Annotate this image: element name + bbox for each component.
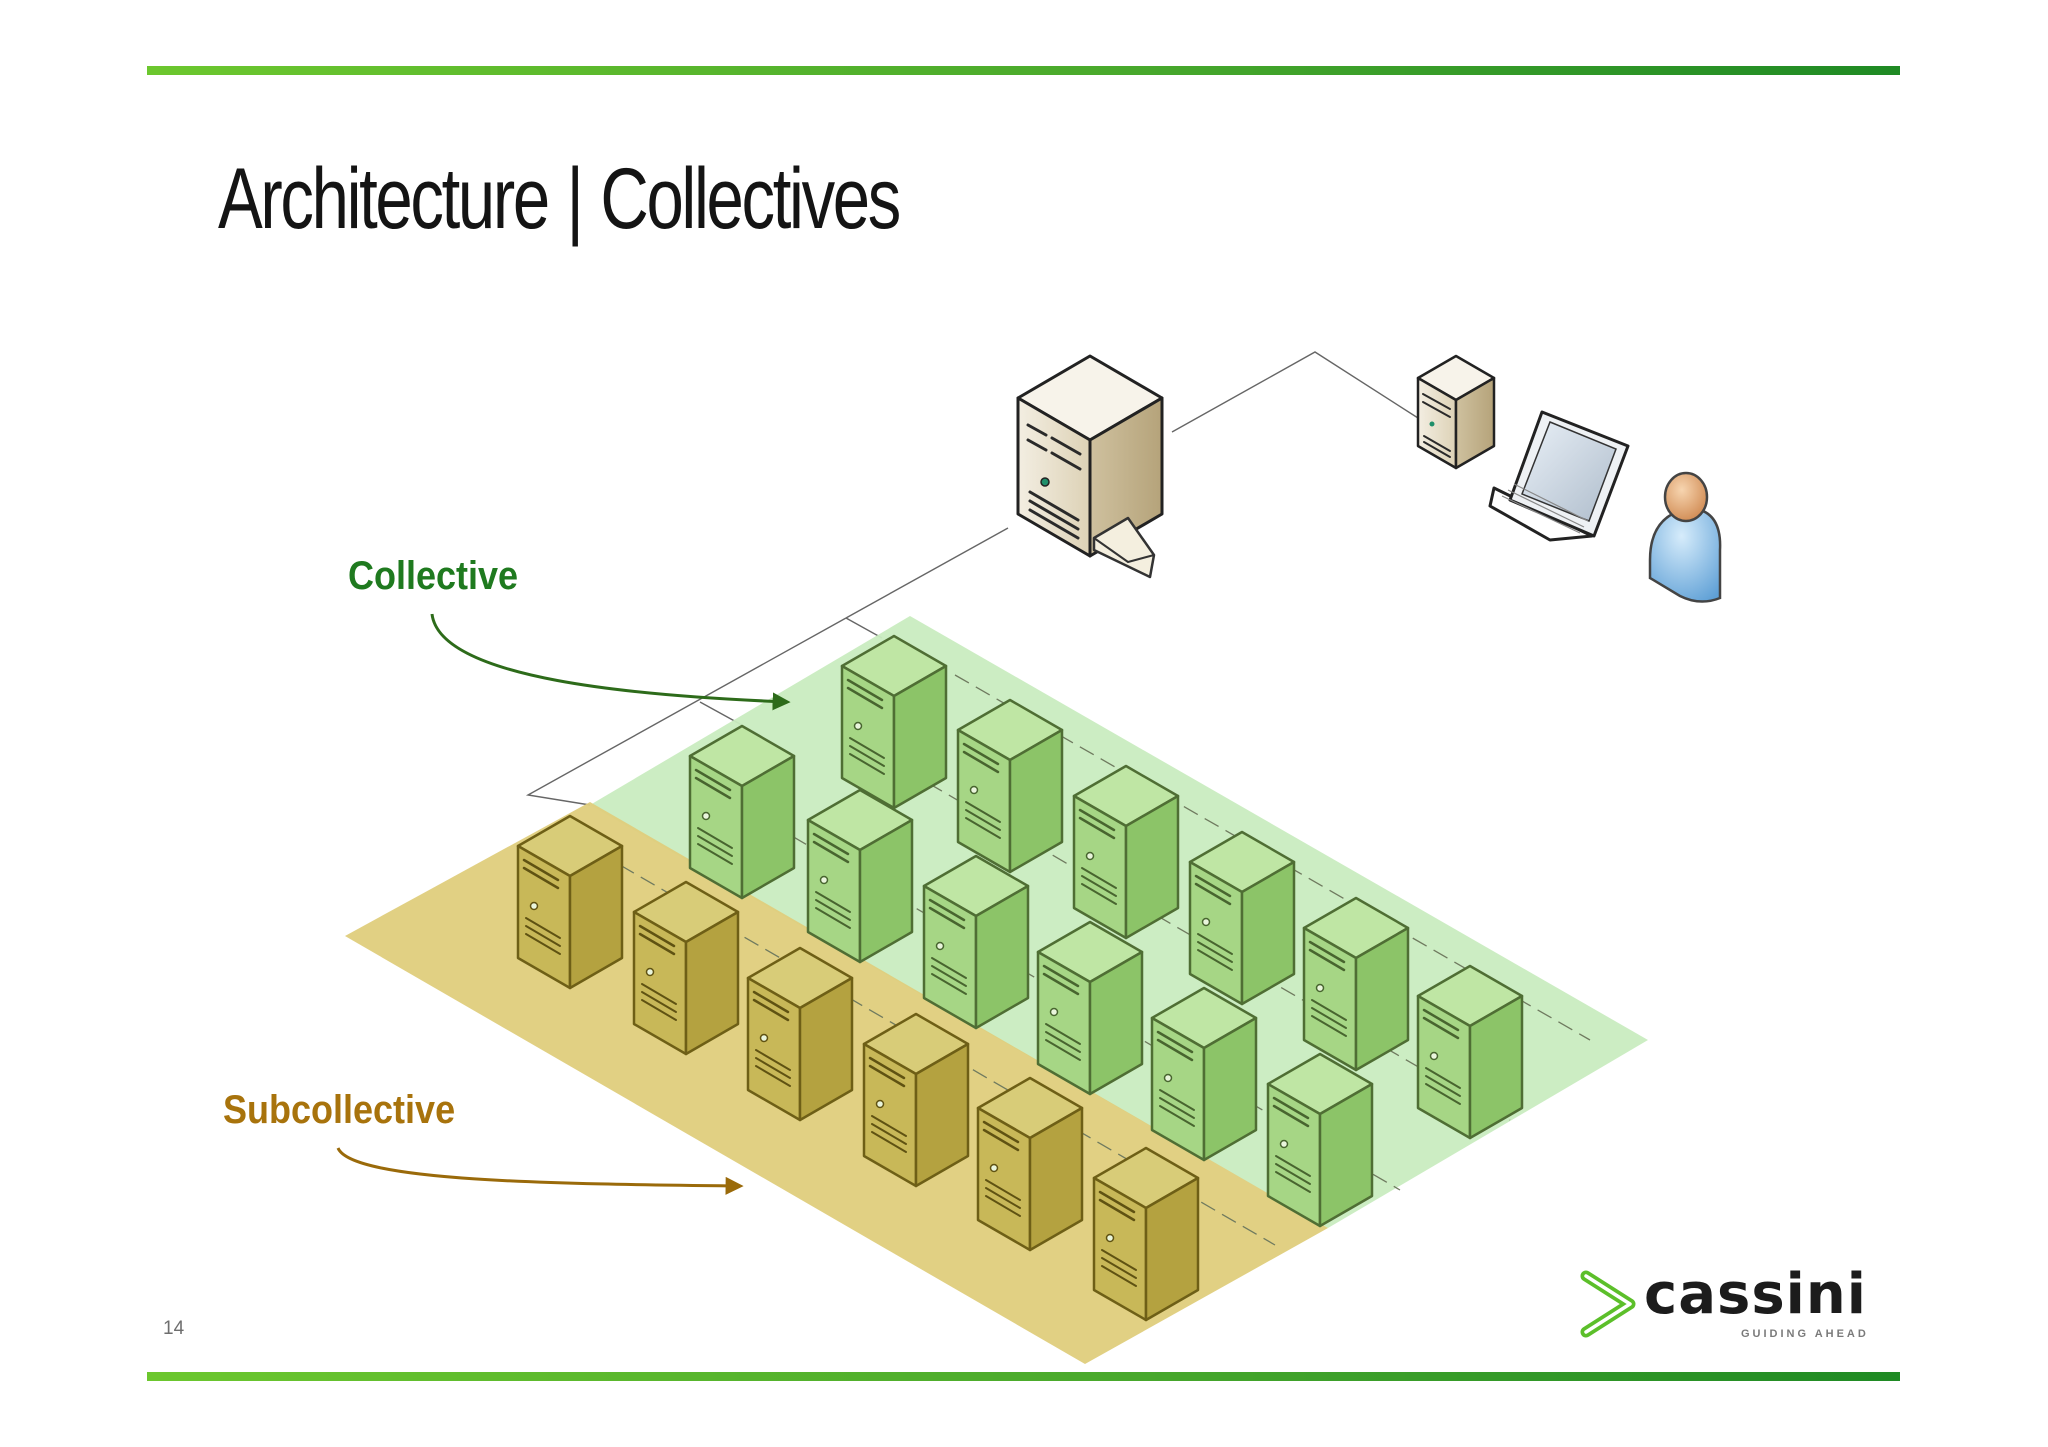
bottom-accent-bar: [147, 1372, 1900, 1381]
subcollective-servers: [516, 814, 1200, 1322]
collective-arrow: [430, 613, 791, 711]
title-part-architecture: Architecture: [218, 151, 550, 247]
subcollective-arrow: [336, 1147, 744, 1195]
title-separator: |: [566, 151, 584, 247]
top-accent-bar: [147, 66, 1900, 75]
node-server-icon: [956, 698, 1064, 874]
node-server-icon: [1188, 830, 1296, 1006]
node-server-icon: [862, 1012, 970, 1188]
node-server-icon: [1266, 1052, 1374, 1228]
node-server-icon: [516, 814, 624, 990]
cassini-logo: cassini GUIDING AHEAD: [1578, 1262, 1878, 1344]
node-server-icon: [1036, 920, 1144, 1096]
title-part-collectives: Collectives: [600, 151, 901, 247]
laptop-icon: [1488, 410, 1630, 542]
page-title: Architecture|Collectives: [218, 150, 901, 249]
node-server-icon: [1150, 986, 1258, 1162]
cassini-chevron-icon: [1580, 1270, 1636, 1338]
node-server-icon: [922, 854, 1030, 1030]
small-server-icon: [1416, 354, 1496, 470]
main-server-icon: [1016, 354, 1164, 558]
node-server-icon: [632, 880, 740, 1056]
node-server-icon: [1302, 896, 1410, 1072]
page-number: 14: [163, 1318, 185, 1339]
mail-envelope-icon: [1092, 516, 1156, 579]
logo-tagline: GUIDING AHEAD: [1741, 1328, 1869, 1340]
collective-servers: [688, 634, 1524, 1228]
node-server-icon: [688, 724, 796, 900]
node-server-icon: [840, 634, 948, 810]
collective-label: Collective: [348, 554, 519, 598]
node-server-icon: [1092, 1146, 1200, 1322]
logo-wordmark: cassini: [1644, 1262, 1867, 1327]
user-icon: [1648, 471, 1722, 603]
subcollective-label: Subcollective: [223, 1088, 456, 1132]
node-server-icon: [1072, 764, 1180, 940]
node-server-icon: [976, 1076, 1084, 1252]
node-server-icon: [1416, 964, 1524, 1140]
node-server-icon: [746, 946, 854, 1122]
node-server-icon: [806, 788, 914, 964]
